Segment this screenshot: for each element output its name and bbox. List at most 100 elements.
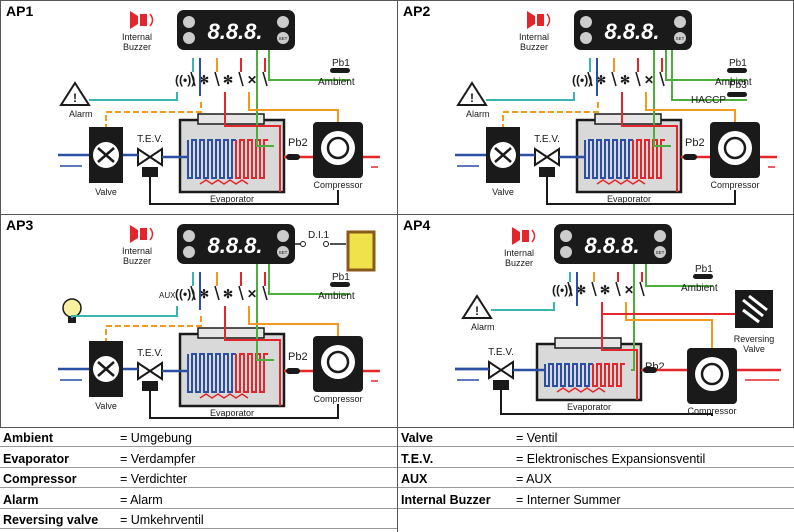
probe-icon [330, 68, 350, 73]
tev-label: T.E.V. [137, 134, 163, 145]
buzzer-label: Internal [504, 248, 534, 258]
buzzer-label: Buzzer [520, 42, 548, 52]
svg-text:✕: ✕ [247, 73, 257, 87]
compressor-icon [710, 122, 760, 190]
compressor-icon [687, 348, 737, 416]
ambient-label: Ambient [681, 283, 718, 294]
svg-text:((•)): ((•)) [175, 287, 195, 301]
legend-definition: = Alarm [120, 492, 163, 507]
reversing-label: Reversing [734, 334, 775, 344]
legend-row: Reversing valve = Umkehrventil [0, 512, 397, 529]
legend-definition: = Verdampfer [120, 451, 196, 466]
probe-icon [330, 282, 350, 287]
pb2-label: Pb2 [288, 351, 308, 363]
display-digits: 8.8.8. [584, 233, 639, 258]
legend-row: Ambient = Umgebung [0, 430, 397, 447]
svg-text:✻: ✻ [576, 283, 586, 297]
pb1-label: Pb1 [332, 272, 350, 283]
valve-label: Valve [95, 401, 117, 411]
compressor-label: Compressor [710, 180, 759, 190]
set-label: SET [279, 36, 288, 41]
alarm-label: Alarm [471, 322, 495, 332]
relay-symbols: ((•))✻✻✕ [572, 71, 665, 87]
svg-text:✻: ✻ [223, 73, 233, 87]
legend-term: T.E.V. [401, 451, 434, 466]
svg-text:!: ! [470, 91, 474, 105]
valve-label: Valve [95, 187, 117, 197]
legend-term: Evaporator [3, 451, 69, 466]
legend-definition: = Umgebung [120, 431, 192, 445]
valve-icon [89, 341, 123, 411]
ambient-label: Ambient [318, 77, 355, 88]
controller: 8.8.8. SET [177, 10, 295, 50]
valve-icon [89, 127, 123, 197]
alarm-label: Alarm [69, 109, 93, 119]
set-label: SET [656, 250, 665, 255]
ambient-label: Ambient [318, 291, 355, 302]
reversing-label: Valve [743, 344, 765, 354]
pb2-label: Pb2 [288, 137, 308, 149]
display-digits: 8.8.8. [207, 233, 262, 258]
reversing-valve-icon [735, 290, 773, 328]
svg-text:✻: ✻ [596, 73, 606, 87]
pb1-label: Pb1 [695, 264, 713, 275]
legend-row: Evaporator = Verdampfer [0, 451, 397, 468]
buzzer-icon [130, 11, 154, 29]
alarm-label: Alarm [466, 109, 490, 119]
controller: 8.8.8.SET [574, 10, 692, 50]
pb3-label: Pb3 [729, 80, 747, 91]
buzzer-label: Internal [122, 246, 152, 256]
legend-definition: = Umkehrventil [120, 513, 204, 527]
svg-text:✻: ✻ [620, 73, 630, 87]
evaporator [575, 113, 683, 194]
panel-title: AP1 [6, 3, 34, 19]
legend-term: Valve [401, 431, 433, 445]
pb1-label: Pb1 [332, 58, 350, 69]
svg-text:((•)): ((•)) [572, 73, 592, 87]
legend-term: Alarm [3, 492, 39, 507]
compressor-icon [313, 122, 363, 190]
relay-symbols: ((•))✻✻✕ [552, 281, 645, 297]
probe-icon [727, 68, 747, 73]
door-icon [346, 230, 376, 272]
svg-text:✻: ✻ [223, 287, 233, 301]
set-label: SET [279, 250, 288, 255]
relay-symbols: ((•)) ✻ ✻ ✕ [175, 285, 268, 301]
haccp-label: HACCP [691, 95, 726, 106]
display-digits: 8.8.8. [207, 19, 262, 44]
aux-label: AUX [159, 291, 176, 300]
evaporator [535, 337, 643, 402]
buzzer-icon [527, 11, 551, 29]
evaporator [178, 327, 286, 408]
controller: 8.8.8. SET [177, 224, 295, 264]
probe-icon [727, 92, 747, 97]
svg-text:((•)): ((•)) [552, 283, 572, 297]
buzzer-icon [512, 227, 536, 245]
svg-text:✕: ✕ [247, 287, 257, 301]
legend-term: Ambient [3, 431, 53, 445]
svg-text:✻: ✻ [199, 287, 209, 301]
legend-term: Reversing valve [3, 513, 99, 527]
alarm-icon: ! [456, 81, 488, 106]
tev-label: T.E.V. [488, 347, 514, 358]
svg-text:✻: ✻ [199, 73, 209, 87]
legend-row: Alarm = Alarm [0, 492, 397, 509]
probe-icon [693, 274, 713, 279]
pb2-label: Pb2 [685, 137, 705, 149]
svg-text:✕: ✕ [624, 283, 634, 297]
controller: 8.8.8. SET [554, 224, 672, 264]
buzzer-label: Buzzer [505, 258, 533, 268]
tev-icon [137, 361, 163, 391]
compressor-label: Compressor [313, 394, 362, 404]
compressor-icon [313, 336, 363, 404]
buzzer-label: Buzzer [123, 256, 151, 266]
evaporator-label: Evaporator [210, 194, 254, 204]
tev-label: T.E.V. [534, 134, 560, 145]
horizontal-divider [0, 214, 794, 215]
alarm-icon: ! [59, 81, 91, 106]
